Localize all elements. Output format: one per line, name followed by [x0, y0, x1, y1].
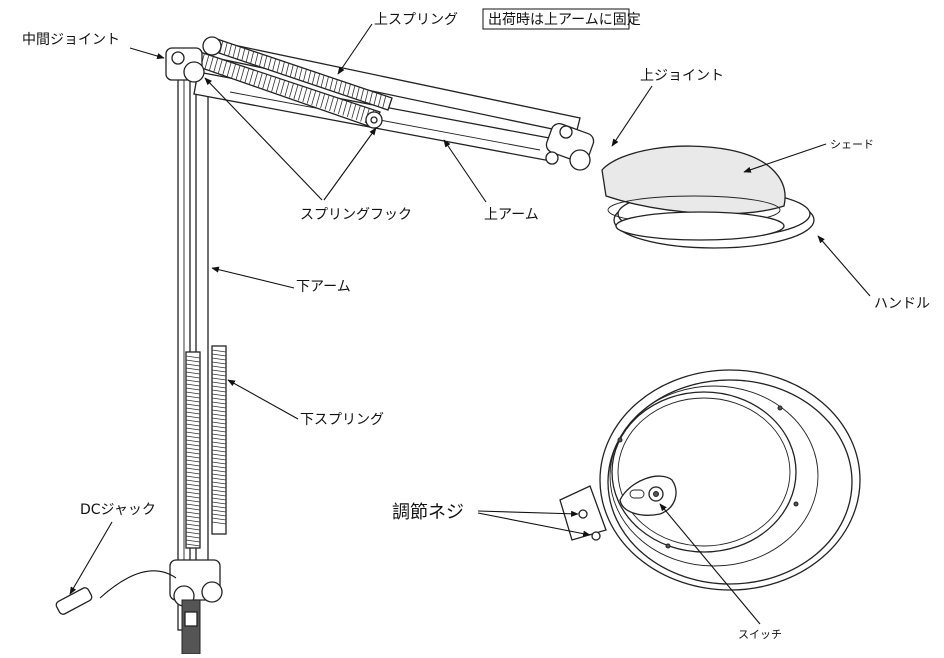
- label-spring-hook: スプリングフック: [204, 77, 412, 223]
- label-middle-joint: 中間ジョイント: [22, 32, 165, 59]
- upper-arm-label: 上アーム: [484, 207, 539, 223]
- middle-joint-label: 中間ジョイント: [22, 32, 120, 48]
- lower-spring: [185, 345, 227, 549]
- upper-spring-label: 上スプリング: [374, 12, 458, 28]
- label-adjust-screw: 調節ネジ: [392, 502, 591, 537]
- underside-view: [559, 369, 861, 591]
- upper-joint-label: 上ジョイント: [640, 68, 724, 84]
- lower-arm-label: 下アーム: [296, 279, 351, 295]
- label-shade: シェード: [743, 138, 874, 173]
- label-lower-arm: 下アーム: [211, 266, 351, 295]
- upper-springs: [195, 37, 393, 129]
- label-handle: ハンドル: [817, 235, 930, 312]
- label-dc-jack: DCジャック: [69, 502, 156, 595]
- label-lower-spring: 下スプリング: [227, 379, 384, 428]
- spring-hook-label: スプリングフック: [300, 207, 412, 223]
- label-switch: スイッチ: [659, 503, 782, 641]
- dc-cable: [55, 570, 177, 615]
- switch-label: スイッチ: [738, 628, 782, 641]
- spring-hook: [365, 111, 383, 129]
- dc-jack-label: DCジャック: [80, 502, 156, 518]
- lamp-base: [169, 559, 223, 655]
- adjust-screw-label: 調節ネジ: [392, 502, 464, 523]
- shade-label: シェード: [830, 138, 874, 151]
- lower-spring-label: 下スプリング: [300, 412, 384, 428]
- label-upper-spring: 上スプリング 出荷時は上アームに固定: [337, 8, 641, 75]
- lamp-shade: [601, 145, 815, 249]
- middle-joint: [165, 36, 222, 83]
- handle-label: ハンドル: [874, 296, 930, 312]
- label-upper-arm: 上アーム: [443, 139, 539, 223]
- label-upper-joint: 上ジョイント: [611, 68, 724, 147]
- upper-joint: [545, 122, 595, 171]
- upper-spring-note: 出荷時は上アームに固定: [488, 12, 641, 28]
